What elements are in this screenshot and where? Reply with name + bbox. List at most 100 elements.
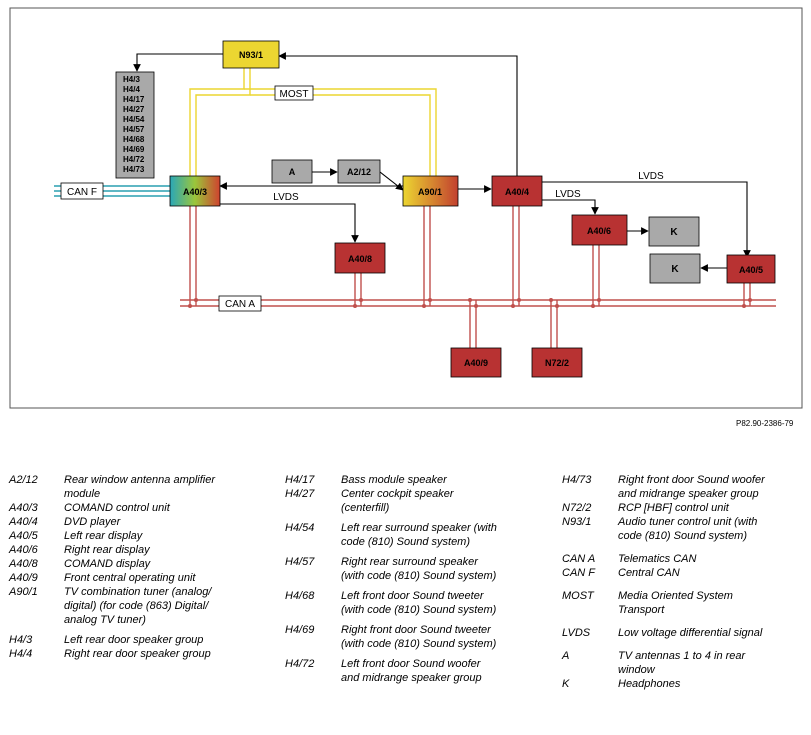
- legend-entry: H4/57 Right rear surround speaker(with co…: [285, 555, 555, 583]
- speaker-group-item: H4/27: [123, 105, 145, 114]
- svg-text:A: A: [289, 167, 296, 177]
- legend-description: DVD player: [64, 515, 274, 529]
- svg-text:K: K: [671, 264, 679, 275]
- legend-description-line: Audio tuner control unit (with: [618, 516, 758, 528]
- node-a40-4: A40/4: [491, 175, 543, 207]
- can-f-label: CAN F: [60, 182, 104, 200]
- legend-code: A: [562, 650, 570, 662]
- legend-code: CAN F: [562, 567, 595, 579]
- legend-description-line: Bass module speaker: [341, 474, 447, 486]
- legend-code: A40/5: [9, 530, 38, 542]
- legend-description-line: Right rear display: [64, 544, 150, 556]
- node-a2-12: A2/12: [337, 159, 381, 184]
- svg-text:A40/9: A40/9: [464, 358, 488, 368]
- legend-description-line: (with code (810) Sound system): [341, 604, 497, 616]
- legend-code: MOST: [562, 590, 594, 602]
- node-a: A: [271, 159, 313, 184]
- legend-description: COMAND display: [64, 557, 274, 571]
- legend-description: Bass module speaker: [341, 473, 555, 487]
- legend-description: Right rear surround speaker(with code (8…: [341, 555, 555, 583]
- legend-description-line: window: [618, 664, 655, 676]
- legend-code: H4/72: [285, 658, 315, 670]
- legend-code: A40/6: [9, 544, 38, 556]
- legend-description-line: Left rear surround speaker (with: [341, 522, 497, 534]
- legend-entry: A40/6 Right rear display: [9, 543, 274, 557]
- legend-code: H4/68: [285, 590, 315, 602]
- legend-description: Low voltage differential signal: [618, 626, 807, 640]
- legend-code: H4/3: [9, 634, 33, 646]
- legend-description-line: analog TV tuner): [64, 614, 146, 626]
- legend-description-line: Right front door Sound woofer: [618, 474, 765, 486]
- legend-description: Telematics CAN: [618, 552, 807, 566]
- legend-code: A40/4: [9, 516, 38, 528]
- legend-entry: H4/4 Right rear door speaker group: [9, 647, 274, 661]
- legend-column-3: H4/73 Right front door Sound woofer and mi…: [562, 473, 807, 691]
- svg-text:A40/3: A40/3: [183, 187, 207, 197]
- legend-description: TV combination tuner (analog/digital) (f…: [64, 585, 274, 627]
- speaker-group-block: H4/3H4/4H4/17H4/27H4/54H4/57H4/68H4/69H4…: [115, 71, 155, 179]
- legend-description: Right rear display: [64, 543, 274, 557]
- lvds-label-3: LVDS: [638, 171, 664, 182]
- legend-code: H4/73: [562, 474, 592, 486]
- legend-description-line: and midrange speaker group: [618, 488, 759, 500]
- svg-text:K: K: [670, 227, 678, 238]
- legend-entry: H4/73 Right front door Sound woofer and mi…: [562, 473, 807, 501]
- legend-description-line: Transport: [618, 604, 665, 616]
- speaker-group-item: H4/73: [123, 165, 145, 174]
- legend-description-line: TV combination tuner (analog/: [64, 586, 212, 598]
- legend-code: LVDS: [562, 627, 591, 639]
- legend-description-line: TV antennas 1 to 4 in rear: [618, 650, 746, 662]
- legend-entry: CAN F Central CAN: [562, 566, 807, 580]
- svg-text:A40/6: A40/6: [587, 226, 611, 236]
- legend-description-line: code (810) Sound system): [341, 536, 471, 548]
- legend-description-line: Central CAN: [618, 567, 680, 579]
- legend-code: H4/27: [285, 488, 315, 500]
- legend-entry: A40/3 COMAND control unit: [9, 501, 274, 515]
- legend-description: Headphones: [618, 677, 807, 691]
- legend-description: Audio tuner control unit (with code (810)…: [618, 515, 807, 543]
- node-n72-2: N72/2: [531, 347, 583, 378]
- legend-entry: A40/4 DVD player: [9, 515, 274, 529]
- svg-text:A2/12: A2/12: [347, 167, 371, 177]
- legend-description: TV antennas 1 to 4 in rear window: [618, 649, 807, 677]
- legend-description-line: module: [64, 488, 101, 500]
- legend-description-line: (centerfill): [341, 502, 390, 514]
- svg-text:N93/1: N93/1: [239, 50, 263, 60]
- legend-description-line: Front central operating unit: [64, 572, 196, 584]
- legend-code: H4/57: [285, 556, 315, 568]
- svg-text:A40/8: A40/8: [348, 254, 372, 264]
- legend-entry: H4/3 Left rear door speaker group: [9, 633, 274, 647]
- legend-description: Central CAN: [618, 566, 807, 580]
- legend-description: Right front door Sound tweeter(with code…: [341, 623, 555, 651]
- legend-description-line: Right rear door speaker group: [64, 648, 211, 660]
- legend-description-line: digital) (for code (863) Digital/: [64, 600, 209, 612]
- legend-code: CAN A: [562, 553, 596, 565]
- node-n93-1: N93/1: [222, 40, 280, 69]
- legend-description-line: code (810) Sound system): [618, 530, 748, 542]
- speaker-group-item: H4/69: [123, 145, 145, 154]
- lvds-label-2: LVDS: [555, 189, 581, 200]
- speaker-group-item: H4/4: [123, 85, 140, 94]
- speaker-group-item: H4/72: [123, 155, 145, 164]
- legend-description: Rear window antenna amplifier module: [64, 473, 274, 501]
- diagram-frame: [9, 7, 803, 409]
- legend-code: H4/4: [9, 648, 33, 660]
- legend-description-line: Left rear door speaker group: [64, 634, 204, 646]
- legend-description: COMAND control unit: [64, 501, 274, 515]
- svg-text:A90/1: A90/1: [418, 187, 442, 197]
- legend-description-line: Right rear surround speaker: [341, 556, 478, 568]
- legend-code: A40/3: [9, 502, 38, 514]
- node-a40-8: A40/8: [334, 242, 386, 274]
- legend-description-line: Rear window antenna amplifier: [64, 474, 216, 486]
- legend-code: N72/2: [562, 502, 592, 514]
- speaker-group-item: H4/3: [123, 75, 140, 84]
- legend-description-line: Left front door Sound woofer: [341, 658, 481, 670]
- legend-code: A40/9: [9, 572, 38, 584]
- legend-code: A90/1: [9, 586, 38, 598]
